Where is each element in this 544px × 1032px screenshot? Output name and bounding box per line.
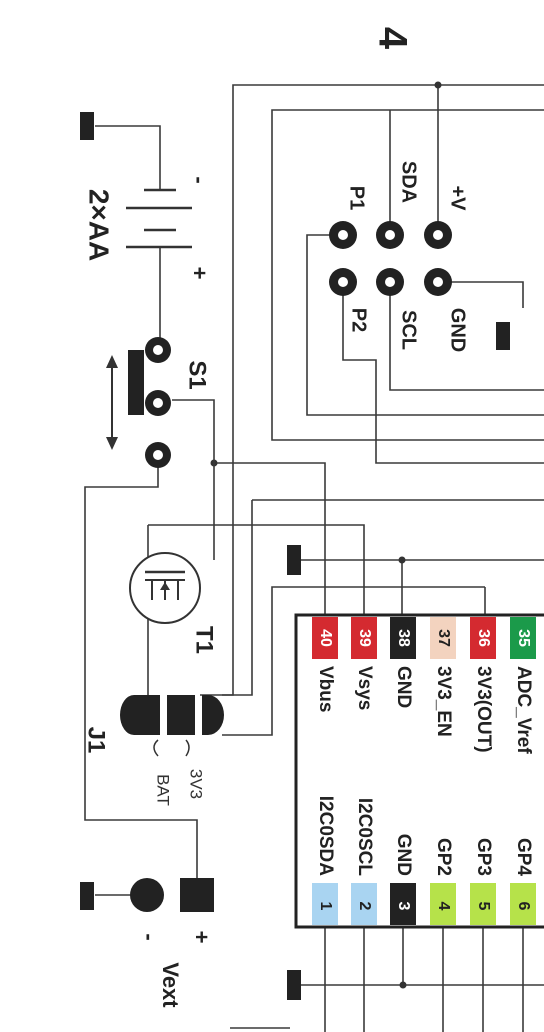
mcu-pin-box bbox=[312, 883, 338, 925]
ground-symbol-mcu-top bbox=[287, 545, 301, 575]
battery-symbol bbox=[126, 188, 192, 249]
mcu-pin-number: 3 bbox=[395, 902, 412, 911]
mcu-pin-number: 4 bbox=[435, 902, 452, 911]
mcu-pin-name: GP2 bbox=[433, 838, 454, 876]
mcu-pin-box bbox=[510, 617, 536, 659]
header-label-scl: SCL bbox=[398, 310, 420, 350]
i2c-header bbox=[329, 221, 452, 296]
mcu-pins: 40Vbus39Vsys38GND373V3_EN363V3(OUT)35ADC… bbox=[312, 617, 536, 925]
mcu-pin-box bbox=[430, 617, 456, 659]
sheet-number: 4 bbox=[370, 27, 414, 50]
battery-minus-label: - bbox=[187, 176, 212, 183]
mcu-pin-name: I2C0SCL bbox=[354, 798, 375, 877]
mcu-pin-number: 36 bbox=[475, 629, 492, 647]
mcu-pin-number: 40 bbox=[317, 629, 334, 647]
mcu-pin-name: 3V3_EN bbox=[433, 666, 454, 737]
jumper-label: J1 bbox=[83, 727, 110, 754]
header-label-sda: SDA bbox=[398, 161, 420, 203]
ground-symbol-battery bbox=[80, 112, 94, 140]
header-label-p2: P2 bbox=[348, 308, 370, 332]
mcu-pin-name: 3V3(OUT) bbox=[473, 666, 494, 753]
mcu-pin-number: 2 bbox=[356, 902, 373, 911]
mcu-pin-number: 38 bbox=[395, 629, 412, 647]
mcu-pin-name: ADC_Vref bbox=[513, 666, 534, 754]
mcu-pin-number: 1 bbox=[317, 902, 334, 911]
mcu-pin-box bbox=[390, 617, 416, 659]
mcu-pin-box bbox=[510, 883, 536, 925]
header-label-gnd: GND bbox=[447, 308, 469, 352]
ground-symbol-mcu-bottom bbox=[287, 970, 301, 1000]
mcu-pin-name: GND bbox=[393, 666, 414, 708]
mcu-pin-box bbox=[390, 883, 416, 925]
battery-plus-label: + bbox=[187, 267, 212, 280]
mcu-pin-box bbox=[312, 617, 338, 659]
mcu-pin-name: GND bbox=[393, 834, 414, 876]
mcu-pin-box bbox=[470, 617, 496, 659]
mcu-pin-number: 35 bbox=[515, 629, 532, 647]
vext-connector bbox=[130, 878, 214, 912]
mcu-pin-number: 39 bbox=[356, 629, 373, 647]
mcu-pin-name: Vbus bbox=[315, 666, 336, 712]
mcu-pin-name: Vsys bbox=[354, 666, 375, 710]
wires bbox=[84, 81, 544, 1032]
header-label-v: +V bbox=[447, 185, 469, 211]
transistor-label: T1 bbox=[191, 626, 218, 654]
battery-label: 2×AA bbox=[84, 189, 115, 261]
mcu-pin-box bbox=[430, 883, 456, 925]
mcu-pin-name: GP4 bbox=[513, 838, 534, 876]
mcu-pin-name: I2C0SDA bbox=[315, 796, 336, 877]
vext-plus-label: + bbox=[189, 931, 214, 944]
solder-jumper bbox=[120, 695, 224, 757]
ground-symbol-header bbox=[496, 322, 510, 350]
mosfet-symbol bbox=[129, 552, 201, 624]
mcu-pin-box bbox=[351, 883, 377, 925]
mcu-pin-number: 37 bbox=[435, 629, 452, 647]
mcu-pin-name: GP3 bbox=[473, 838, 494, 876]
mcu-pin-number: 5 bbox=[475, 902, 492, 911]
slide-switch bbox=[106, 337, 171, 468]
mcu-pin-number: 6 bbox=[515, 902, 532, 911]
mcu-pin-box bbox=[470, 883, 496, 925]
mcu-outline bbox=[294, 613, 544, 929]
vext-minus-label: - bbox=[137, 933, 162, 940]
jumper-3v3-label: 3V3 bbox=[187, 769, 206, 799]
header-label-p1: P1 bbox=[346, 186, 368, 210]
mcu-pin-box bbox=[351, 617, 377, 659]
jumper-bat-label: BAT bbox=[154, 774, 173, 806]
ground-symbol-vext bbox=[80, 882, 94, 910]
switch-label: S1 bbox=[184, 360, 211, 389]
vext-label: Vext bbox=[158, 962, 183, 1008]
